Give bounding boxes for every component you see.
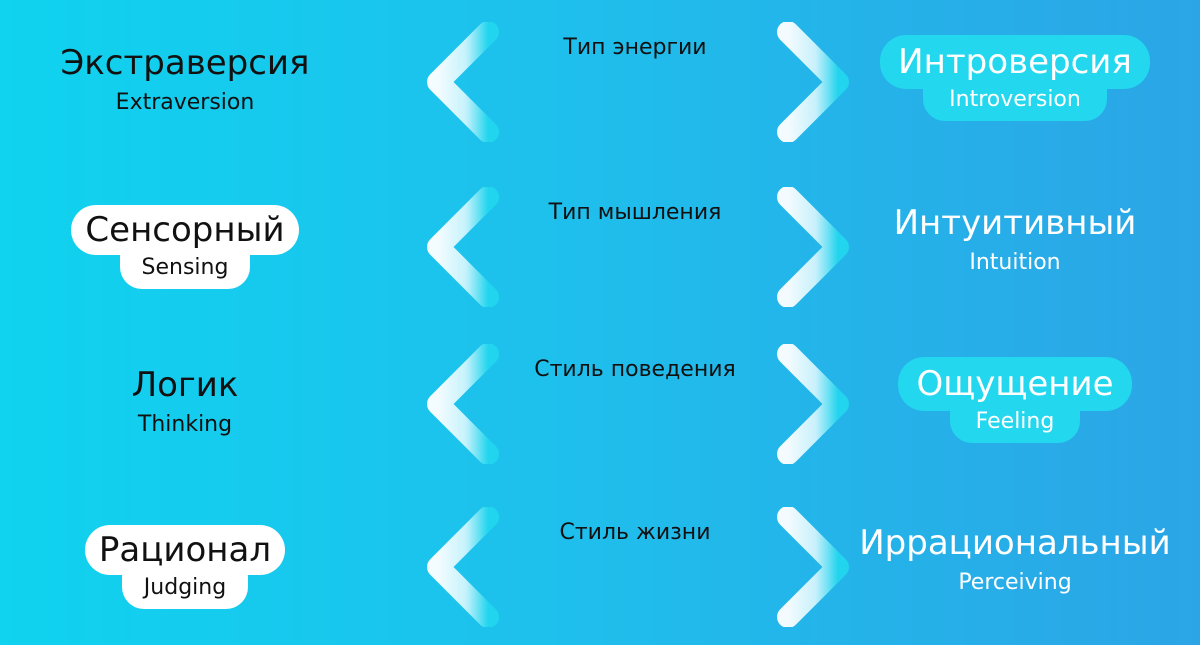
left-pole-en: Judging [121,571,249,609]
dichotomy-row-energy: Экстраверсия Extraversion Тип энергии Ин… [0,10,1200,160]
left-pole-en: Sensing [119,251,251,289]
left-pole: Сенсорный Sensing [20,205,350,289]
double-arrow-icon [427,507,849,627]
dichotomy-row-lifestyle: Рационал Judging Стиль жизни Иррациональ… [0,495,1200,645]
left-pole: Экстраверсия Extraversion [20,40,350,118]
double-arrow-icon [427,187,849,307]
right-pole: Ощущение Feeling [850,357,1180,443]
axis-label: Стиль поведения [534,357,736,382]
dichotomy-row-thinking: Сенсорный Sensing Тип мышления Интуитивн… [0,175,1200,325]
right-pole-en: Feeling [949,407,1081,443]
axis-label: Стиль жизни [559,520,711,545]
left-pole-en: Thinking [137,412,233,437]
double-arrow-icon [427,344,849,464]
right-pole-ru: Ощущение [898,357,1132,411]
left-pole: Рационал Judging [20,525,350,609]
left-pole-ru: Рационал [84,525,286,575]
right-pole-ru: Иррациональный [859,523,1171,563]
right-pole-en: Introversion [923,85,1107,121]
left-pole-ru: Экстраверсия [60,43,310,83]
left-pole-en: Extraversion [115,90,255,115]
axis-label: Тип энергии [563,35,707,60]
left-pole-ru: Логик [131,365,239,405]
right-pole: Иррациональный Perceiving [850,520,1180,598]
double-arrow-icon [427,22,849,142]
right-pole-ru: Интроверсия [880,35,1150,89]
right-pole-en: Perceiving [958,570,1072,595]
dichotomy-row-behavior: Логик Thinking Стиль поведения Ощущение … [0,332,1200,482]
right-pole: Интуитивный Intuition [850,200,1180,278]
left-pole-ru: Сенсорный [71,205,299,255]
right-pole: Интроверсия Introversion [850,35,1180,121]
left-pole: Логик Thinking [20,362,350,440]
axis-label: Тип мышления [548,200,722,225]
right-pole-ru: Интуитивный [893,203,1137,243]
right-pole-en: Intuition [969,250,1061,275]
